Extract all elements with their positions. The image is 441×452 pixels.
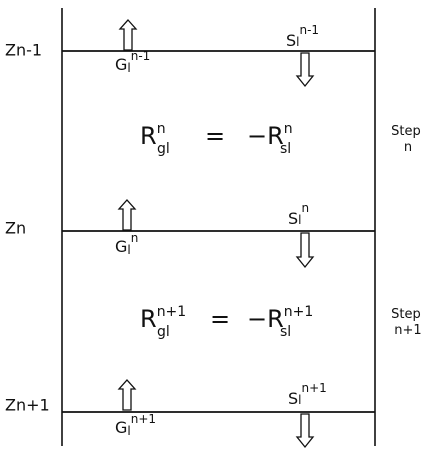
solid-flux-base: S [286, 31, 296, 50]
solid-flux-base: S [288, 389, 298, 408]
rhs-sub: sl [280, 141, 291, 157]
solid-flux-sup: n-1 [300, 23, 320, 37]
solid-flux-sup: n+1 [302, 381, 327, 395]
gas-flux-sub: l [127, 61, 130, 75]
gas-flux-sup: n+1 [131, 412, 156, 426]
lhs-sub: gl [157, 141, 170, 157]
solid-flux-down-arrow-icon [295, 52, 315, 88]
solid-flux-base: S [288, 209, 298, 228]
lhs-base: R [140, 305, 157, 333]
step-label-line2: n+1 [394, 323, 421, 338]
gas-flux-label: Gln+1 [115, 412, 156, 438]
level-label: Zn [5, 219, 26, 238]
gas-flux-sup: n [131, 231, 139, 245]
rhs-sub: sl [280, 324, 291, 340]
solid-flux-sub: l [296, 35, 299, 49]
level-zn-plus-1: Zn+1 Gln+1 Sln+1 [5, 379, 375, 449]
step-label: Step n [391, 124, 425, 155]
equals-sign: = [210, 305, 230, 333]
equals-sign: = [205, 122, 225, 150]
solid-flux-down-arrow-icon [295, 413, 315, 449]
gas-flux-up-arrow-icon [117, 199, 137, 231]
gas-flux-label: Gln-1 [115, 49, 150, 75]
rhs-sup: n [284, 121, 293, 137]
rhs-base: −R [247, 305, 284, 333]
solid-flux-sub: l [298, 393, 301, 407]
lhs-sup: n+1 [157, 304, 187, 320]
gas-flux-label: Gln [115, 231, 138, 257]
step-label-line1: Step [391, 307, 421, 322]
lhs-sub: gl [157, 324, 170, 340]
step-label-line2: n [404, 140, 412, 155]
level-zn: Zn Gln Sln [5, 199, 375, 269]
solid-flux-sup: n [302, 201, 310, 215]
gas-flux-base: G [115, 418, 127, 437]
solid-flux-label: Sln [288, 201, 309, 228]
solid-flux-label: Sln-1 [286, 23, 319, 50]
rhs-base: −R [247, 122, 284, 150]
gas-flux-sub: l [127, 243, 130, 257]
gas-flux-up-arrow-icon [117, 379, 137, 411]
solid-flux-sub: l [298, 213, 301, 227]
gas-flux-up-arrow-icon [118, 19, 138, 51]
gas-flux-base: G [115, 237, 127, 256]
step-label-line1: Step [391, 124, 421, 139]
solid-flux-label: Sln+1 [288, 381, 327, 408]
level-label: Zn+1 [5, 396, 50, 415]
rhs-sup: n+1 [284, 304, 314, 320]
step-label: Step n+1 [391, 307, 425, 338]
gas-flux-base: G [115, 55, 127, 74]
gas-flux-sub: l [127, 424, 130, 438]
lhs-sup: n [157, 121, 166, 137]
gas-flux-sup: n-1 [131, 49, 151, 63]
lhs-base: R [140, 122, 157, 150]
level-zn-minus-1: Zn-1 Gln-1 Sln-1 [5, 19, 375, 88]
level-label: Zn-1 [5, 41, 42, 60]
solid-flux-down-arrow-icon [295, 232, 315, 269]
